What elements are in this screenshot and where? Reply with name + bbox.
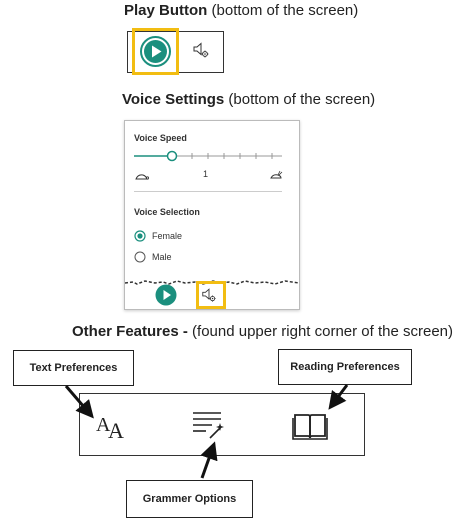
other-features-heading-rest: (found upper right corner of the screen) (187, 323, 454, 340)
features-toolbar (79, 393, 365, 456)
text-preferences-callout: Text Preferences (13, 350, 134, 386)
voice-settings-heading-rest: (bottom of the screen) (224, 91, 376, 108)
panel-play-button[interactable] (155, 284, 177, 306)
cut-edge (124, 272, 300, 285)
text-preferences-button[interactable]: A A (94, 410, 130, 443)
panel-voice-settings-button[interactable] (201, 287, 217, 303)
voice-settings-heading-bold: Voice Settings (122, 91, 225, 108)
radio-female[interactable]: Female (134, 229, 214, 243)
svg-text:A: A (108, 418, 124, 440)
voice-speed-label: Voice Speed (134, 133, 187, 143)
voice-settings-highlight (196, 281, 226, 309)
play-button-heading-bold: Play Button (124, 2, 208, 19)
radio-female-label: Female (152, 231, 183, 241)
voice-speed-slider[interactable] (134, 149, 282, 162)
rabbit-icon (269, 168, 283, 179)
grammar-icon (193, 412, 224, 439)
radio-selected-icon (134, 230, 146, 242)
other-features-heading-bold: Other Features - (72, 323, 188, 340)
text-preferences-arrow (64, 385, 94, 419)
voice-settings-button[interactable] (192, 41, 210, 59)
reading-preferences-callout: Reading Preferences (278, 349, 412, 385)
other-features-heading: Other Features - (found upper right corn… (72, 323, 453, 340)
reading-preferences-label: Reading Preferences (290, 361, 400, 373)
book-icon (292, 414, 328, 440)
slider-track (134, 150, 282, 162)
play-button-highlight (132, 28, 179, 75)
play-button-heading: Play Button (bottom of the screen) (124, 2, 358, 19)
grammar-options-arrow (200, 441, 218, 479)
svg-text:A: A (96, 414, 111, 436)
reading-preferences-button[interactable] (292, 409, 328, 441)
turtle-icon (135, 169, 150, 180)
radio-male[interactable]: Male (134, 250, 214, 264)
play-button-heading-rest: (bottom of the screen) (207, 2, 359, 19)
radio-unselected-icon (134, 251, 146, 263)
speaker-gear-icon (202, 288, 216, 302)
grammar-options-button[interactable] (190, 408, 226, 440)
voice-settings-panel: Voice Speed 1 Voice Selection (124, 120, 300, 310)
speaker-gear-icon (193, 42, 209, 58)
grammar-options-label: Grammer Options (142, 493, 237, 505)
play-icon (140, 36, 171, 67)
text-preferences-label: Text Preferences (29, 362, 118, 374)
voice-selection-label: Voice Selection (134, 207, 200, 217)
voice-speed-value: 1 (203, 169, 209, 179)
play-icon (155, 284, 177, 306)
panel-divider (134, 191, 282, 192)
voice-settings-heading: Voice Settings (bottom of the screen) (122, 91, 375, 108)
reading-preferences-arrow (328, 384, 349, 410)
text-size-icon: A A (96, 414, 124, 443)
play-button[interactable] (140, 36, 171, 67)
radio-male-label: Male (152, 252, 172, 262)
grammar-options-callout: Grammer Options (126, 480, 253, 518)
